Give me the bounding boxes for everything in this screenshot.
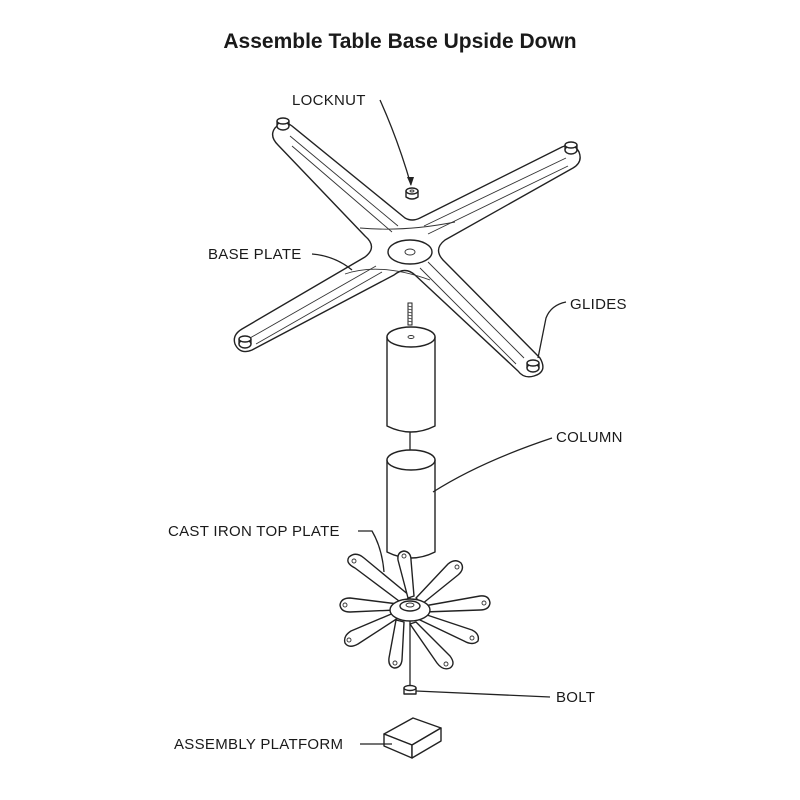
- diagram-title: Assemble Table Base Upside Down: [223, 30, 577, 53]
- label-cast-iron-top-plate: CAST IRON TOP PLATE: [168, 523, 340, 540]
- leader-locknut-arrow: [407, 177, 414, 186]
- leader-column: [432, 437, 553, 493]
- assembly-platform: [383, 717, 442, 759]
- column-lower-tube: [386, 449, 436, 559]
- glides: [238, 117, 578, 373]
- leader-cast-iron-top-plate: [358, 530, 385, 573]
- leader-bolt: [415, 690, 551, 698]
- locknut: [405, 187, 419, 200]
- label-locknut: LOCKNUT: [292, 92, 366, 109]
- glide-bottom-right: [526, 359, 540, 373]
- column-upper-tube: [386, 326, 436, 433]
- label-bolt: BOLT: [556, 689, 596, 706]
- cast-iron-top-plate: [339, 550, 491, 670]
- glide-bottom-left: [238, 335, 252, 349]
- leader-lines: [311, 99, 567, 745]
- base-plate: [233, 122, 581, 378]
- label-column: COLUMN: [556, 429, 623, 446]
- leader-base-plate: [311, 253, 353, 271]
- label-glides: GLIDES: [570, 296, 627, 313]
- label-base-plate: BASE PLATE: [208, 246, 302, 263]
- glide-top-right: [564, 141, 578, 155]
- leader-locknut: [379, 99, 412, 186]
- glide-top-left: [276, 117, 290, 131]
- label-assembly-platform: ASSEMBLY PLATFORM: [174, 736, 344, 753]
- bolt: [403, 684, 417, 695]
- leader-glides: [537, 301, 567, 359]
